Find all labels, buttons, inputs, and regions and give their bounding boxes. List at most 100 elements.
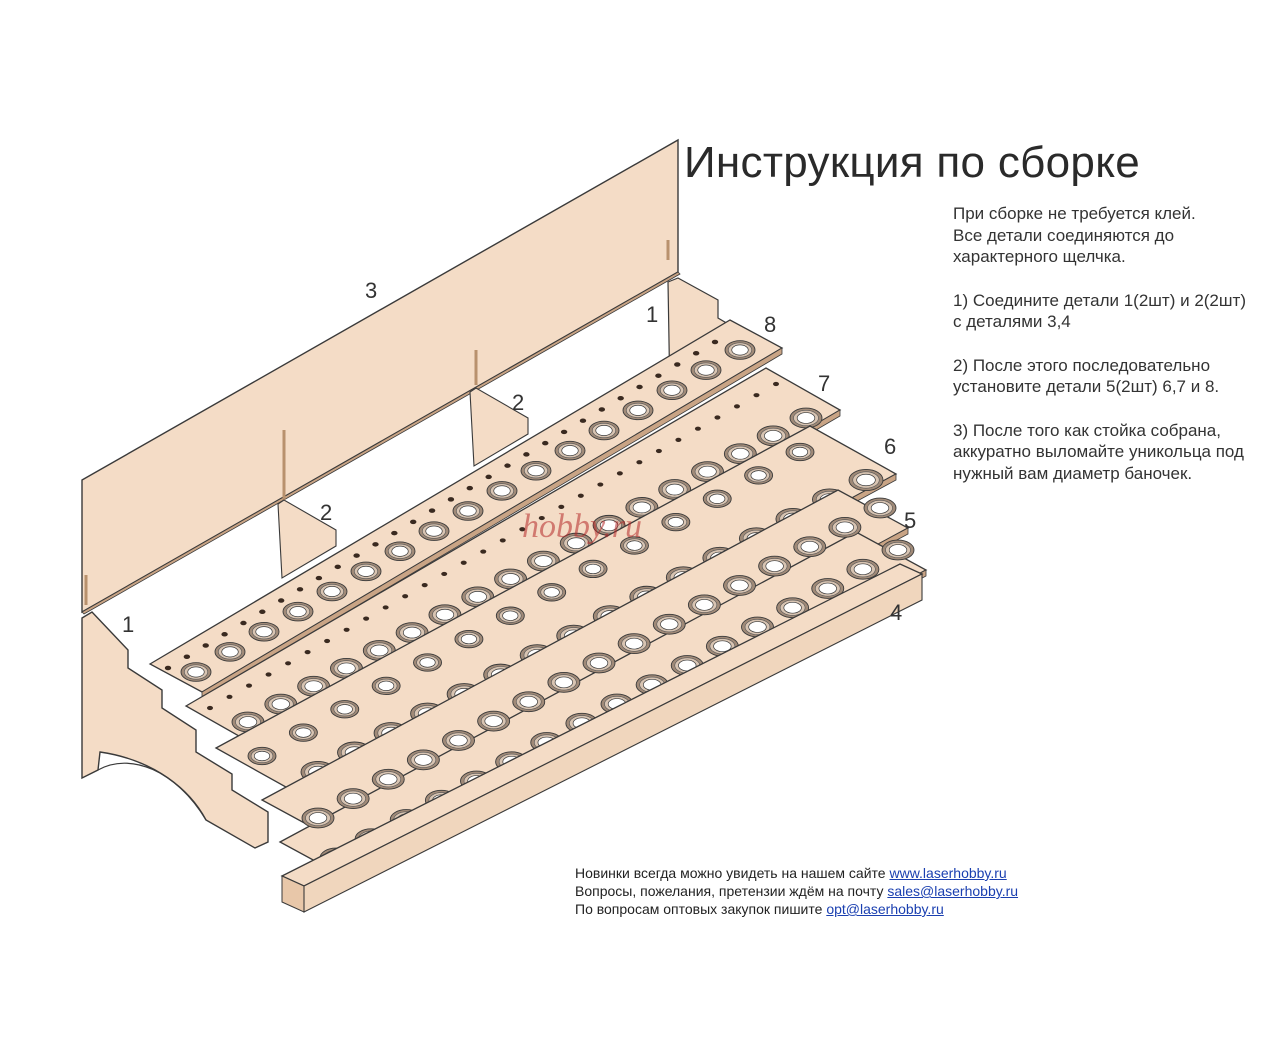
- ring-inner: [534, 555, 553, 567]
- small-hole: [353, 553, 360, 558]
- ring-inner: [253, 750, 271, 762]
- ring-inner: [378, 680, 395, 691]
- small-hole: [315, 575, 323, 581]
- small-hole: [714, 415, 721, 420]
- ring-inner: [764, 430, 783, 442]
- small-hole: [694, 426, 701, 431]
- small-hole: [674, 362, 681, 367]
- ring-inner: [663, 384, 681, 396]
- small-hole: [410, 519, 417, 525]
- ring-inner: [561, 445, 579, 457]
- small-hole: [577, 493, 584, 498]
- instructions-step-3: 3) После того как стойка собрана, аккура…: [953, 420, 1244, 483]
- ring-inner: [800, 540, 819, 553]
- watermark-text: hobby.ru: [522, 508, 642, 545]
- small-hole: [207, 705, 213, 711]
- small-hole: [636, 384, 643, 390]
- ring-inner: [585, 563, 602, 575]
- small-hole: [460, 560, 467, 565]
- small-hole: [499, 538, 506, 543]
- back-panel: [81, 138, 681, 615]
- ring-inner: [713, 640, 732, 653]
- ring-inner: [343, 792, 363, 805]
- ring-inner: [468, 591, 487, 603]
- footer-line-3: По вопросам оптовых закупок пишите opt@l…: [575, 900, 1018, 918]
- small-hole: [636, 460, 643, 465]
- instructions-step-2: 2) После этого последовательно установит…: [953, 355, 1220, 397]
- small-hole: [616, 471, 623, 476]
- ring-inner: [595, 425, 613, 436]
- ring-inner: [391, 545, 409, 557]
- ring-inner: [238, 716, 258, 728]
- small-hole: [447, 497, 455, 502]
- small-hole: [560, 429, 568, 435]
- small-hole: [692, 351, 700, 356]
- ring-inner: [527, 465, 545, 477]
- label-part-2-left: 2: [320, 500, 332, 525]
- ring-inner: [543, 587, 560, 598]
- ring-inner: [370, 644, 389, 657]
- small-hole: [480, 549, 487, 554]
- ring-inner: [304, 680, 323, 693]
- ring-inner: [295, 727, 312, 738]
- small-hole: [523, 452, 530, 457]
- ring-inner: [493, 485, 511, 497]
- ring-inner: [632, 501, 652, 514]
- shelf-8: [148, 319, 784, 699]
- opt-email-link[interactable]: opt@laserhobby.ru: [826, 901, 944, 917]
- ring-inner: [255, 626, 273, 638]
- small-hole: [597, 482, 604, 487]
- small-hole: [617, 395, 624, 401]
- label-part-4: 4: [890, 600, 902, 625]
- ring-inner: [731, 447, 750, 460]
- side-panel-left: [81, 611, 269, 849]
- small-hole: [183, 654, 191, 659]
- small-hole: [304, 650, 311, 655]
- ring-inner: [554, 676, 574, 689]
- small-hole: [655, 373, 662, 378]
- ring-inner: [187, 666, 205, 678]
- small-hole: [285, 661, 292, 666]
- page-title: Инструкция по сборке: [684, 138, 1141, 187]
- ring-inner: [567, 537, 586, 549]
- ring-inner: [697, 364, 715, 376]
- small-hole: [296, 587, 304, 592]
- ring-inner: [308, 812, 328, 824]
- footer-contacts: Новинки всегда можно увидеть на нашем са…: [575, 864, 1018, 918]
- label-part-7: 7: [818, 371, 830, 396]
- instructions-step-1: 1) Соедините детали 1(2шт) и 2(2шт) с де…: [953, 290, 1246, 332]
- ring-inner: [425, 525, 443, 537]
- footer-line-2: Вопросы, пожелания, претензии ждём на по…: [575, 882, 1018, 900]
- ring-inner: [484, 715, 503, 727]
- ring-inner: [750, 470, 767, 481]
- sales-email-link[interactable]: sales@laserhobby.ru: [887, 883, 1019, 899]
- ring-inner: [870, 502, 890, 514]
- small-hole: [485, 474, 492, 480]
- small-hole: [382, 605, 389, 610]
- footer-line-1: Новинки всегда можно увидеть на нашем са…: [575, 864, 1018, 882]
- ring-inner: [667, 517, 684, 528]
- label-part-1-right: 1: [646, 302, 658, 327]
- small-hole: [711, 339, 719, 345]
- ring-inner: [460, 633, 477, 645]
- ring-inner: [765, 560, 784, 572]
- ring-inner: [748, 621, 767, 633]
- ring-inner: [818, 582, 837, 595]
- ring-inner: [695, 599, 714, 611]
- label-part-6: 6: [884, 434, 896, 459]
- small-hole: [504, 463, 511, 468]
- label-part-8: 8: [764, 312, 776, 337]
- small-hole: [733, 404, 740, 409]
- ring-inner: [501, 573, 520, 585]
- ring-inner: [665, 483, 684, 496]
- ring-inner: [791, 446, 809, 458]
- small-hole: [428, 508, 436, 513]
- small-hole: [391, 530, 398, 536]
- small-hole: [466, 485, 473, 491]
- small-hole: [221, 632, 228, 637]
- site-link[interactable]: www.laserhobby.ru: [889, 865, 1007, 881]
- ring-inner: [853, 563, 873, 576]
- ring-inner: [419, 657, 436, 668]
- dividers: [277, 387, 529, 579]
